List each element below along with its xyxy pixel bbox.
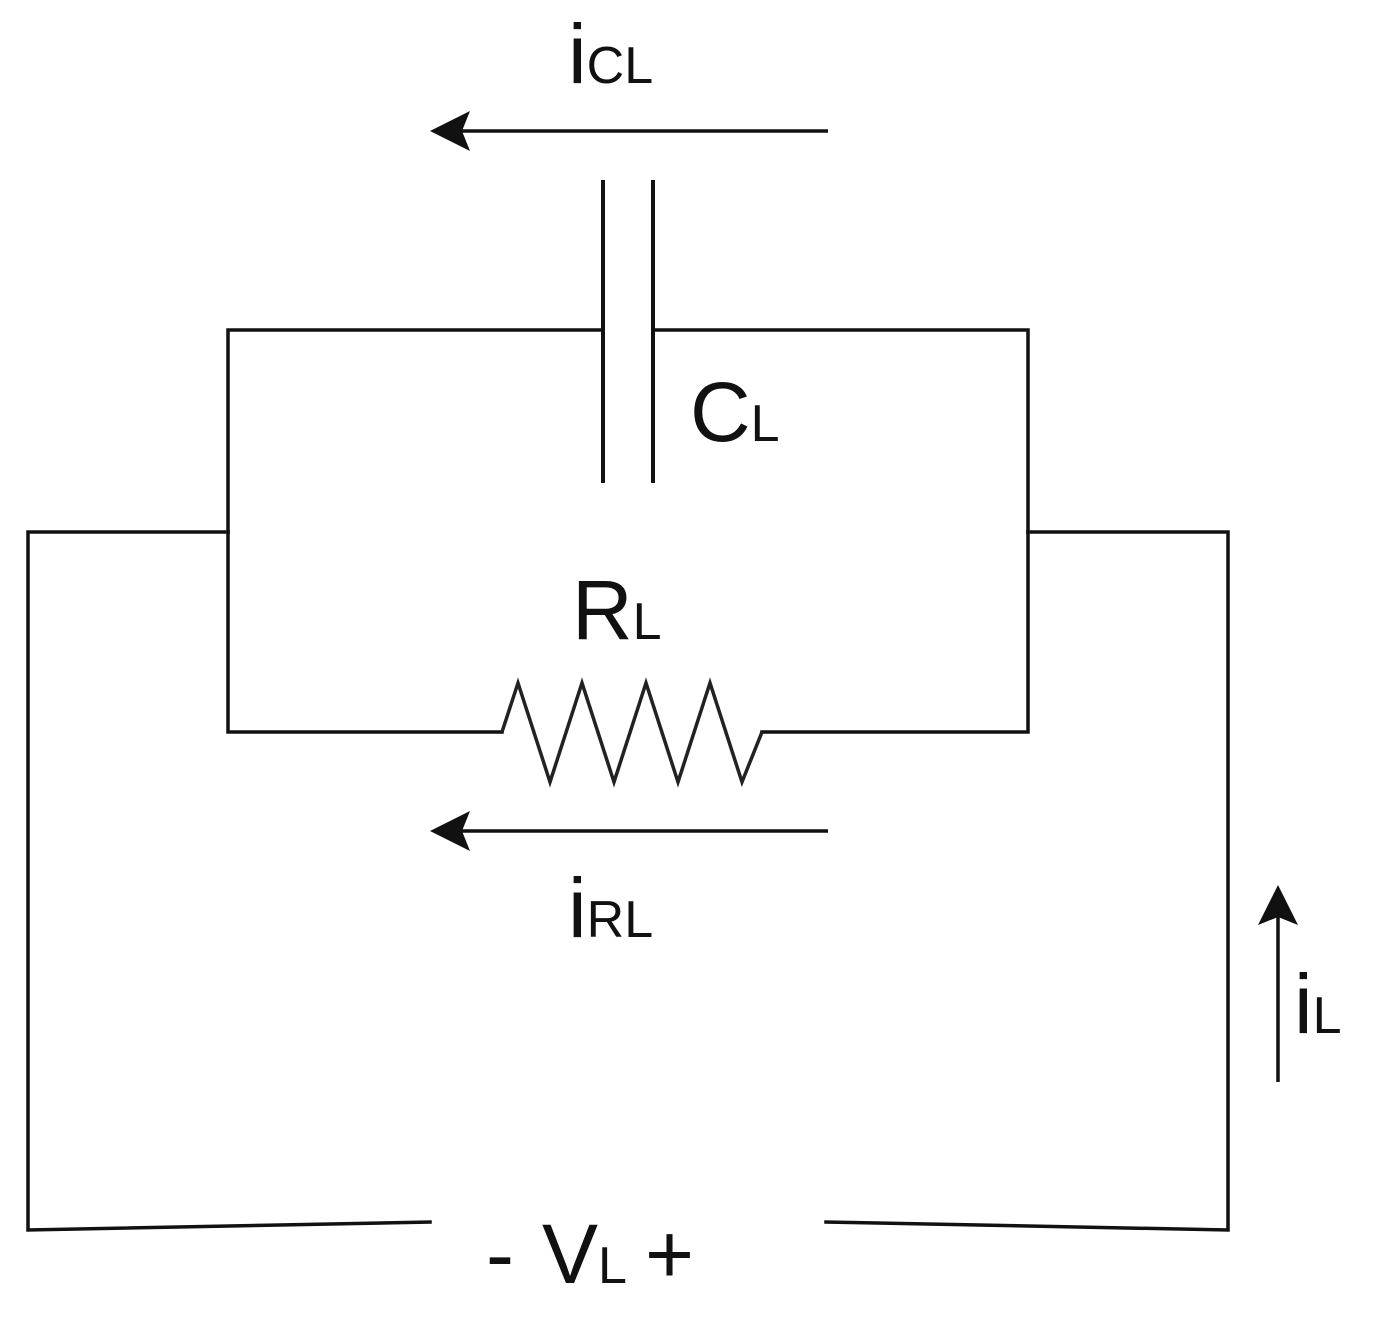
label-i-l-main: i [1294, 957, 1313, 1051]
label-r-l-main: R [572, 563, 633, 657]
wire-outer-left [26, 530, 432, 1232]
arrow-i-rl-head [430, 811, 470, 851]
label-r-l: RL [572, 568, 662, 652]
resistor-zigzag [500, 677, 764, 788]
label-i-rl: iRL [568, 866, 653, 950]
label-i-rl-sub: RL [586, 891, 654, 949]
wire-outer-right [824, 530, 1230, 1232]
wire-bottom-left [226, 530, 504, 734]
arrow-i-l-head [1258, 885, 1298, 925]
label-v-l-plus: + [644, 1207, 694, 1301]
wire-top-left [226, 328, 604, 534]
label-i-l-sub: L [1312, 987, 1342, 1045]
wire-top-right [652, 328, 1030, 534]
label-v-l-minus: - [486, 1207, 514, 1301]
arrow-i-cl-head [430, 111, 470, 151]
label-i-cl: iCL [568, 12, 653, 96]
label-i-cl-main: i [568, 7, 587, 101]
label-v-l: -VL+ [486, 1212, 694, 1296]
label-c-l: CL [690, 370, 780, 454]
label-v-l-sub: L [598, 1237, 627, 1295]
wire-bottom-right [760, 530, 1030, 734]
label-i-rl-main: i [568, 861, 587, 955]
label-i-l: iL [1294, 962, 1342, 1046]
label-c-l-sub: L [750, 395, 780, 453]
label-i-cl-sub: CL [586, 37, 654, 95]
label-r-l-sub: L [632, 593, 662, 651]
label-c-l-main: C [690, 365, 751, 459]
label-v-l-main: V [541, 1207, 599, 1301]
